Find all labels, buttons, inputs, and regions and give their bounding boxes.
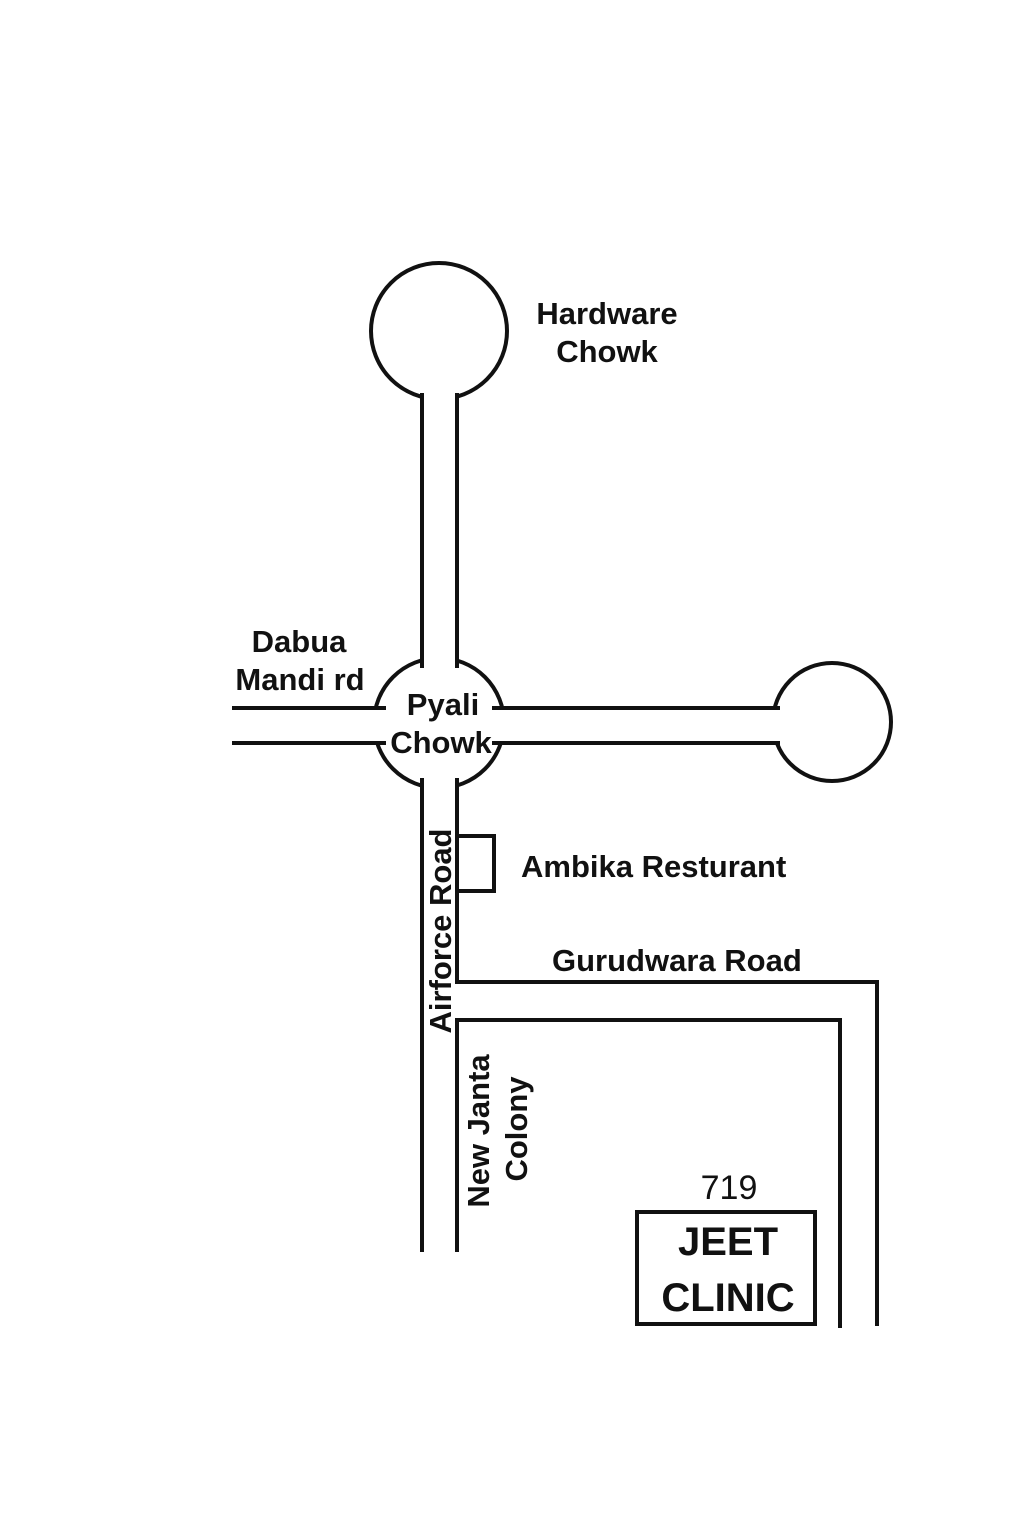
new-janta-colony-label-line1: New Janta	[461, 1054, 496, 1208]
dabua-mandi-label-line2: Mandi rd	[235, 662, 364, 697]
gurudwara-road-inner-edge	[455, 1018, 842, 1328]
gurudwara-road-label: Gurudwara Road	[552, 943, 802, 978]
airforce-road-label: Airforce Road	[423, 829, 458, 1034]
pyali-chowk-roundabout	[372, 656, 506, 790]
jeet-clinic-box	[635, 1210, 817, 1326]
east-road-joint	[770, 706, 780, 745]
ambika-restaurant-label: Ambika Resturant	[521, 849, 786, 884]
pyali-gap-south	[424, 780, 455, 792]
pyali-road-joints	[368, 652, 510, 793]
clinic-name-line1: JEET	[678, 1220, 778, 1264]
dabua-mandi-label-line1: Dabua	[252, 624, 348, 659]
east-roundabout	[771, 661, 893, 783]
hardware-chowk-label-line2: Chowk	[556, 334, 658, 369]
new-janta-colony-label-line2: Colony	[499, 1076, 534, 1182]
north-road-joint	[420, 393, 459, 402]
east-roundabout-gap	[768, 710, 782, 741]
pyali-gap-west	[370, 710, 384, 741]
clinic-number: 719	[701, 1169, 758, 1207]
pyali-gap-north	[424, 655, 455, 667]
pyali-gap-east	[494, 710, 508, 741]
clinic-name-line2: CLINIC	[661, 1276, 794, 1320]
pyali-chowk-label-line2: Chowk	[390, 725, 492, 760]
hardware-chowk-label-line1: Hardware	[536, 296, 677, 331]
north-road-gap	[424, 392, 455, 406]
pyali-chowk-label-line1: Pyali	[407, 687, 479, 722]
ambika-restaurant-building	[455, 834, 496, 893]
hardware-chowk-roundabout	[369, 261, 509, 401]
